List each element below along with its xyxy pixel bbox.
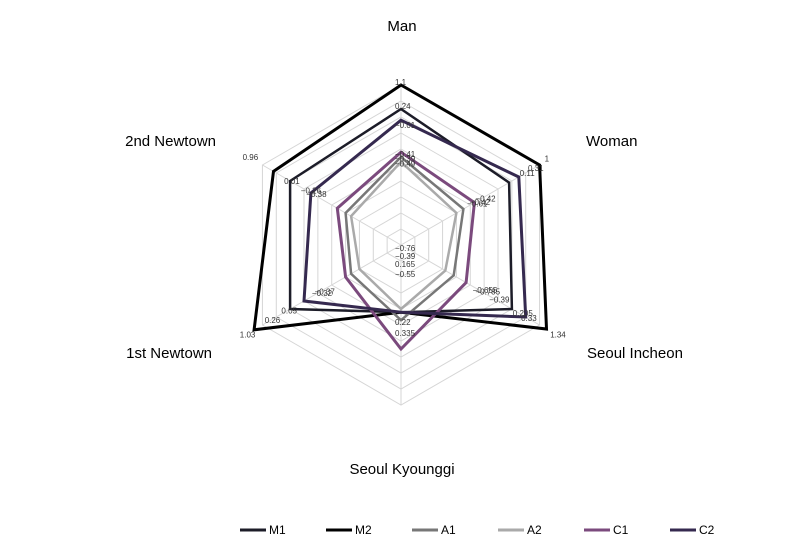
value-label: 0.33 (521, 314, 537, 323)
axis-label: Seoul Incheon (587, 345, 683, 362)
radar-axes (262, 85, 540, 405)
value-label: −0.26 (301, 187, 322, 196)
value-label: 0.22 (395, 318, 411, 327)
value-label: −0.38 (306, 190, 327, 199)
value-label: −0.41 (395, 150, 416, 159)
value-label: 0.165 (395, 260, 416, 269)
value-label: 1.34 (550, 331, 566, 340)
value-label: −0.39 (395, 252, 416, 261)
value-label: −0.61 (467, 199, 488, 208)
value-label: 0.26 (265, 316, 281, 325)
axis-spoke (400, 244, 540, 326)
legend-label: A1 (441, 523, 456, 537)
axis-label: 2nd Newtown (125, 133, 216, 150)
series-a2 (349, 160, 458, 311)
series-c2 (302, 118, 528, 319)
axis-label: Woman (586, 133, 637, 150)
axis-spoke (400, 164, 540, 246)
value-label: 0.335 (395, 329, 416, 338)
value-label: 1 (545, 155, 550, 164)
value-label: 0.11 (520, 169, 536, 178)
value-label: −0.39 (489, 295, 510, 304)
chart-legend: M1 M2 A1 A2 C1 C2 (240, 523, 715, 537)
axis-spoke (262, 164, 402, 246)
legend-label: M2 (355, 523, 372, 537)
axis-label: 1st Newtown (126, 345, 212, 362)
axis-label: Seoul Kyounggi (349, 461, 454, 478)
value-label: −0.42 (470, 198, 491, 207)
value-label: 0.24 (395, 102, 411, 111)
axis-spoke (262, 244, 402, 326)
value-label: −0.55 (395, 270, 416, 279)
radar-series (252, 83, 549, 352)
value-label: −0.785 (475, 287, 500, 296)
series-c1 (335, 150, 476, 352)
legend-label: A2 (527, 523, 542, 537)
legend-label: M1 (269, 523, 286, 537)
value-label: 0.31 (528, 164, 544, 173)
value-label: −0.37 (315, 287, 336, 296)
axis-label: Man (387, 18, 416, 35)
value-label: −0.32 (312, 289, 333, 298)
value-label: 1.03 (240, 331, 256, 340)
value-label: 0.05 (281, 307, 297, 316)
value-label: −0.42 (475, 195, 496, 204)
value-labels: 1.10.24−0.01−0.41−0.39−0.490.310.11−0.42… (240, 78, 567, 340)
value-label: −0.655 (473, 286, 498, 295)
value-label: 0.205 (513, 309, 534, 318)
value-label: −0.76 (395, 244, 416, 253)
legend-label: C1 (613, 523, 629, 537)
value-label: 0.01 (284, 177, 300, 186)
value-label: 0.96 (243, 153, 259, 162)
value-label: −0.49 (395, 159, 416, 168)
legend-label: C2 (699, 523, 715, 537)
value-label: −0.39 (395, 155, 416, 164)
value-label: −0.01 (395, 121, 416, 130)
series-a1 (344, 155, 465, 322)
value-label: 1.1 (395, 78, 407, 87)
